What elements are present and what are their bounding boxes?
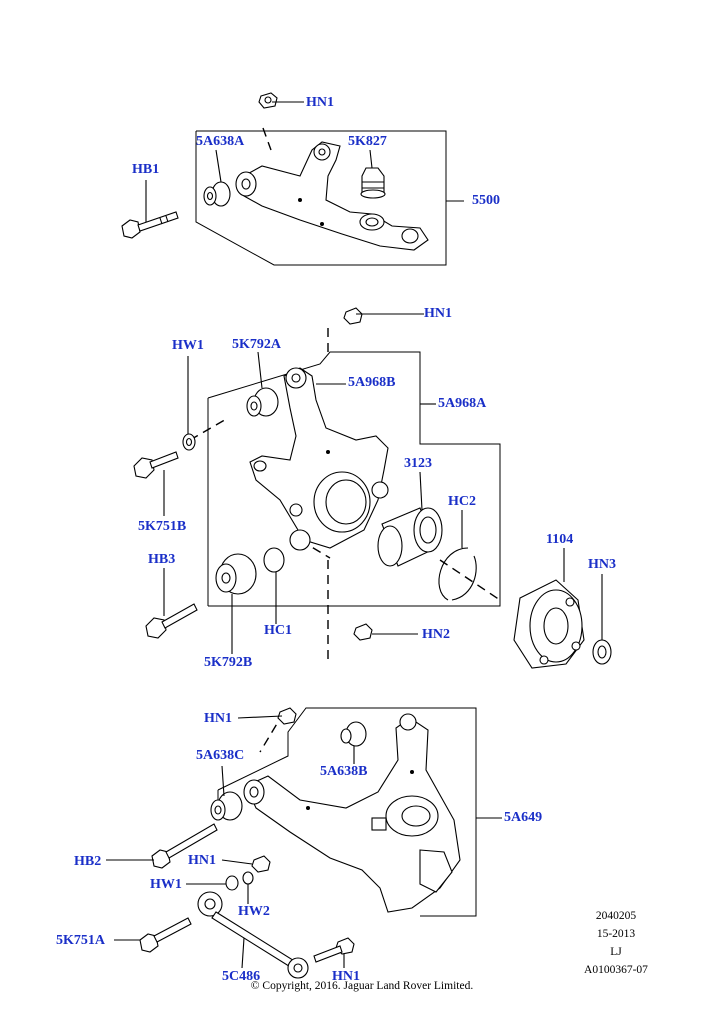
label-5a638b[interactable]: 5A638B	[320, 764, 368, 779]
label-hw1-low[interactable]: HW1	[150, 877, 182, 892]
label-5a968a[interactable]: 5A968A	[438, 396, 487, 411]
label-hb3[interactable]: HB3	[148, 552, 176, 567]
label-5c486[interactable]: 5C486	[222, 969, 261, 984]
label-5k792b[interactable]: 5K792B	[204, 655, 253, 670]
label-hn1-b2[interactable]: HN1	[332, 969, 360, 984]
leader-lines	[106, 101, 603, 969]
label-5a638c[interactable]: 5A638C	[196, 748, 245, 763]
group-box-5A968A	[207, 351, 501, 607]
reference-line-4: A0100367-07	[584, 964, 648, 976]
label-5500[interactable]: 5500	[472, 193, 500, 208]
label-5a638a[interactable]: 5A638A	[196, 134, 245, 149]
label-5a968b[interactable]: 5A968B	[348, 375, 396, 390]
reference-line-1: 2040205	[595, 910, 637, 922]
copyright-notice: © Copyright, 2016. Jaguar Land Rover Lim…	[250, 980, 474, 992]
reference-line-2: 15-2013	[596, 928, 636, 940]
label-hn2[interactable]: HN2	[422, 627, 450, 642]
upper-arm-group	[121, 92, 447, 266]
label-hw1-top[interactable]: HW1	[172, 338, 204, 353]
label-3123[interactable]: 3123	[404, 456, 432, 471]
group-box-5A649	[217, 707, 477, 917]
lower-control-arm	[245, 717, 461, 913]
label-hn1-b1[interactable]: HN1	[188, 853, 216, 868]
knuckle-group	[133, 307, 612, 669]
label-hc1[interactable]: HC1	[264, 623, 292, 638]
label-hb1[interactable]: HB1	[132, 162, 160, 177]
label-hn1-low[interactable]: HN1	[204, 711, 232, 726]
label-1104[interactable]: 1104	[546, 532, 574, 547]
label-hn1-top[interactable]: HN1	[306, 95, 334, 110]
group-box-5500	[195, 130, 447, 266]
label-hn3[interactable]: HN3	[588, 557, 616, 572]
label-5k792a[interactable]: 5K792A	[232, 337, 281, 352]
label-hb2[interactable]: HB2	[74, 854, 102, 869]
label-5k751a[interactable]: 5K751A	[56, 933, 105, 948]
label-hc2[interactable]: HC2	[448, 494, 476, 509]
toe-link	[211, 911, 297, 969]
label-hw2[interactable]: HW2	[238, 904, 270, 919]
reference-line-3: LJ	[610, 946, 622, 958]
label-5k751b[interactable]: 5K751B	[138, 519, 187, 534]
upper-control-arm	[239, 141, 429, 251]
label-hn1-mid[interactable]: HN1	[424, 306, 452, 321]
lower-arm-group	[139, 707, 477, 979]
label-5a649[interactable]: 5A649	[504, 810, 543, 825]
label-5k827[interactable]: 5K827	[348, 134, 387, 149]
